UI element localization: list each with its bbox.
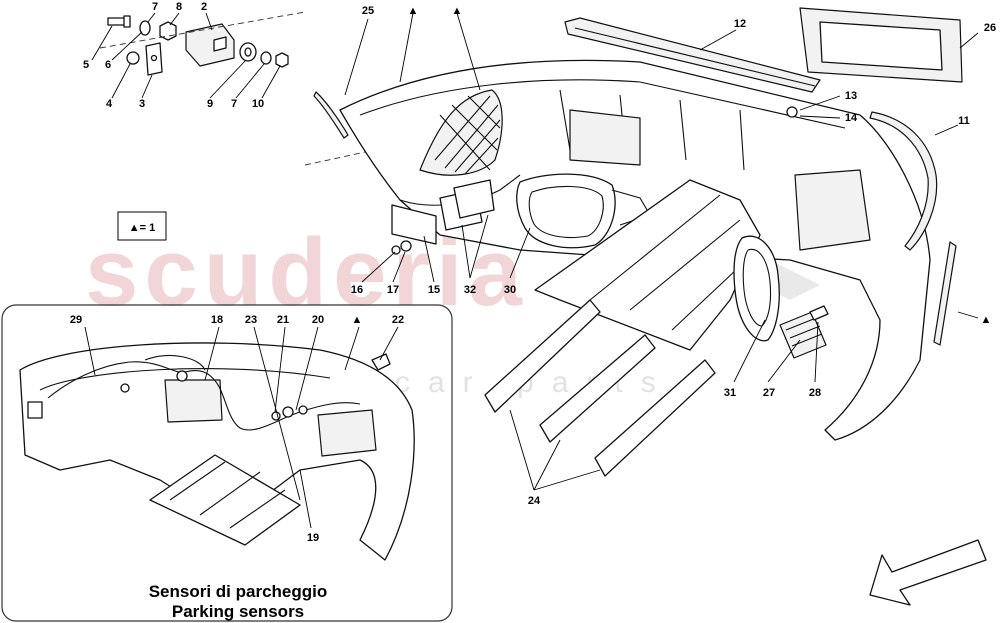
sensor-part: [27, 401, 43, 419]
callout-5: 5: [83, 59, 89, 71]
callout-15: 15: [428, 284, 440, 296]
rear-bumper-sensor-part: [19, 342, 415, 561]
screw-part: [391, 245, 401, 255]
upper-seal-part: [564, 17, 821, 93]
screw-part-2: [786, 106, 798, 118]
callout-23: 23: [245, 314, 257, 326]
callout-triangle-d: ▲: [981, 314, 992, 326]
callout-31: 31: [724, 387, 736, 399]
bracket-part: [185, 23, 235, 67]
trim-strip-part: [313, 91, 349, 139]
callout-4: 4: [106, 98, 113, 110]
license-plate-holder-part: [391, 204, 437, 245]
callout-20: 20: [312, 314, 324, 326]
diffuser-fin-part-2: [539, 334, 656, 443]
callout-16: 16: [351, 284, 363, 296]
callout-8: 8: [176, 1, 182, 13]
callout-24: 24: [528, 495, 541, 507]
callout-32: 32: [464, 284, 476, 296]
inset-panel: [1, 304, 453, 622]
callout-triangle-b: ▲: [452, 5, 463, 17]
callout-12: 12: [734, 18, 746, 30]
callout-7b: 7: [231, 98, 237, 110]
callout-11: 11: [958, 115, 970, 127]
nut-part-2: [275, 52, 289, 68]
callout-9: 9: [207, 98, 213, 110]
leader-lines: [84, 12, 979, 529]
washer-part-2: [260, 51, 272, 65]
diffuser-fin-part: [484, 299, 601, 413]
legend-text: ▲= 1: [129, 222, 156, 234]
cover-panel-part: [799, 7, 963, 83]
callout-18: 18: [211, 314, 223, 326]
washer-part-3: [400, 240, 412, 252]
callout-10: 10: [252, 98, 264, 110]
callout-3: 3: [139, 98, 145, 110]
washer-part: [139, 20, 151, 36]
sensor-part-2: [371, 353, 391, 371]
callout-29: 29: [70, 314, 82, 326]
callout-6: 6: [105, 59, 111, 71]
callout-26: 26: [984, 22, 996, 34]
side-seal-part: [933, 241, 957, 346]
callout-2: 2: [201, 1, 207, 13]
callout-22: 22: [392, 314, 404, 326]
spacer-part: [239, 42, 257, 62]
cap-nut-part: [126, 51, 140, 65]
callout-triangle-c: ▲: [352, 314, 363, 326]
callout-27: 27: [763, 387, 775, 399]
bolt-part: [107, 15, 131, 28]
callout-17: 17: [387, 284, 399, 296]
side-trim-strip-part: [869, 111, 938, 251]
exhaust-pipe-part: [809, 305, 829, 321]
wiring-harness-part: [47, 354, 361, 431]
heat-shield-part: [779, 311, 827, 359]
callout-19: 19: [307, 532, 319, 544]
callout-21: 21: [277, 314, 289, 326]
plate-part: [145, 42, 163, 76]
gasket-part: [439, 179, 495, 231]
exhaust-trim-part: [516, 173, 651, 249]
callout-28: 28: [809, 387, 821, 399]
callout-13: 13: [845, 90, 857, 102]
caption-english: Parking sensors: [172, 602, 304, 621]
diffuser-fin-part-3: [594, 359, 716, 477]
callout-14: 14: [845, 112, 858, 124]
callout-triangle-a: ▲: [408, 5, 419, 17]
legend-box: [117, 211, 167, 241]
caption-italian: Sensori di parcheggio: [149, 582, 328, 601]
assembly-axis: [99, 11, 306, 49]
mesh-grille-part: [419, 89, 503, 176]
direction-arrow-icon: [869, 539, 987, 606]
callout-30: 30: [504, 284, 516, 296]
exhaust-trim-part-2: [733, 235, 780, 342]
callout-25: 25: [362, 5, 374, 17]
callout-7a: 7: [152, 1, 158, 13]
